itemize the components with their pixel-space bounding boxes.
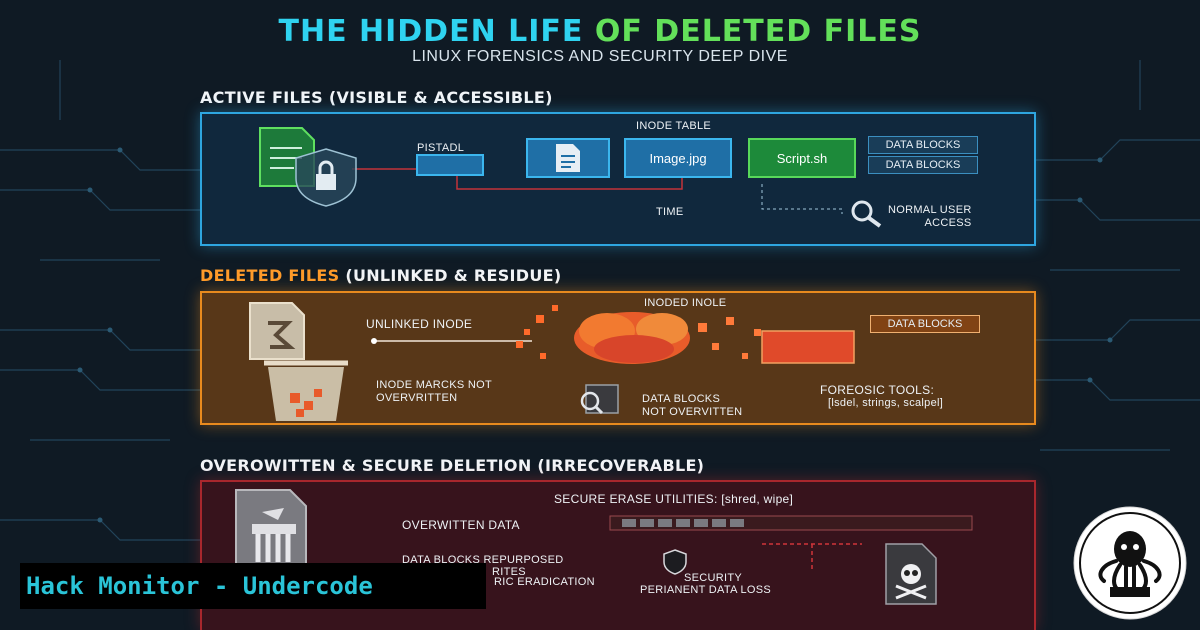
- corrupted-file-icon: [249, 302, 305, 360]
- unlinked-inode-label: UNLINKED INODE: [366, 317, 473, 331]
- shield-icon: [663, 549, 687, 575]
- deleted-files-heading: DELETED FILES (UNLINKED & RESIDUE): [200, 266, 562, 285]
- footer-banner: Hack Monitor - Undercode: [20, 563, 486, 609]
- time-label: TIME: [656, 206, 684, 218]
- title-part-2: OF DELETED FILES: [594, 14, 922, 49]
- magnifier-icon: [851, 200, 882, 228]
- deleted-data-blocks: DATA BLOCKS: [870, 315, 980, 333]
- data-blocks-2: DATA BLOCKS: [868, 156, 978, 174]
- security-label: SECURITY: [684, 572, 743, 584]
- forensic-tools-list: [lsdel, strings, scalpel]: [828, 397, 944, 409]
- rites-label: RITES: [492, 566, 526, 578]
- overwritten-connectors: [609, 515, 973, 572]
- permanent-loss-label: PERIANENT DATA LOSS: [640, 584, 772, 596]
- forensic-tools-label: FOREOSIC TOOLS:: [820, 383, 935, 397]
- document-box: [526, 138, 610, 178]
- document-icon: [556, 144, 580, 172]
- inode-table-label: INODE TABLE: [636, 120, 712, 132]
- active-files-heading: ACTIVE FILES (VISIBLE & ACCESSIBLE): [200, 88, 553, 107]
- deleted-files-panel: UNLINKED INODE INODED INOLE DATA BLOCKS …: [200, 291, 1036, 425]
- inode-marks-label: INODE MARCKS NOT OVERVRITTEN: [376, 379, 493, 404]
- page-subtitle: LINUX FORENSICS AND SECURITY DEEP DIVE: [412, 48, 788, 65]
- deleted-heading-b: (UNLINKED & RESIDUE): [339, 266, 562, 285]
- pistadl-label: PISTADL: [417, 142, 465, 154]
- eradication-label: RIC ERADICATION: [494, 576, 595, 588]
- title-part-1: THE HIDDEN LIFE: [278, 14, 584, 49]
- overwritten-data-label: OVERWITTEN DATA: [402, 518, 520, 532]
- active-connectors: [352, 164, 843, 214]
- inoded-inole-label: INODED INOLE: [644, 297, 727, 309]
- octopus-logo-icon: [1073, 506, 1187, 620]
- deleted-heading-a: DELETED FILES: [200, 266, 340, 285]
- page-title: THE HIDDEN LIFE OF DELETED FILES: [0, 14, 1200, 49]
- skull-file-icon: [885, 543, 937, 605]
- script-file-box: Script.sh: [748, 138, 856, 178]
- data-blocks-not-overwritten-label: DATA BLOCKS NOT OVERVITTEN: [642, 393, 743, 418]
- normal-access-label: NORMAL USER ACCESS: [888, 204, 972, 229]
- deleted-connectors: [371, 305, 855, 364]
- pistadl-box: [416, 154, 484, 176]
- overwritten-panel: SECURE ERASE UTILITIES: [shred, wipe] OV…: [200, 480, 1036, 630]
- lock-shield-icon: [295, 148, 357, 207]
- shredded-file-icon: [235, 489, 307, 567]
- secure-erase-label: SECURE ERASE UTILITIES: [shred, wipe]: [554, 492, 794, 506]
- image-file-box: Image.jpg: [624, 138, 732, 178]
- data-blocks-1: DATA BLOCKS: [868, 136, 978, 154]
- disk-search-icon: [580, 384, 619, 415]
- active-files-panel: PISTADL INODE TABLE Image.jpg Script.sh …: [200, 112, 1036, 246]
- overwritten-heading: OVEROWITTEN & SECURE DELETION (IRRECOVER…: [200, 456, 705, 475]
- trash-bin-icon: [264, 360, 348, 421]
